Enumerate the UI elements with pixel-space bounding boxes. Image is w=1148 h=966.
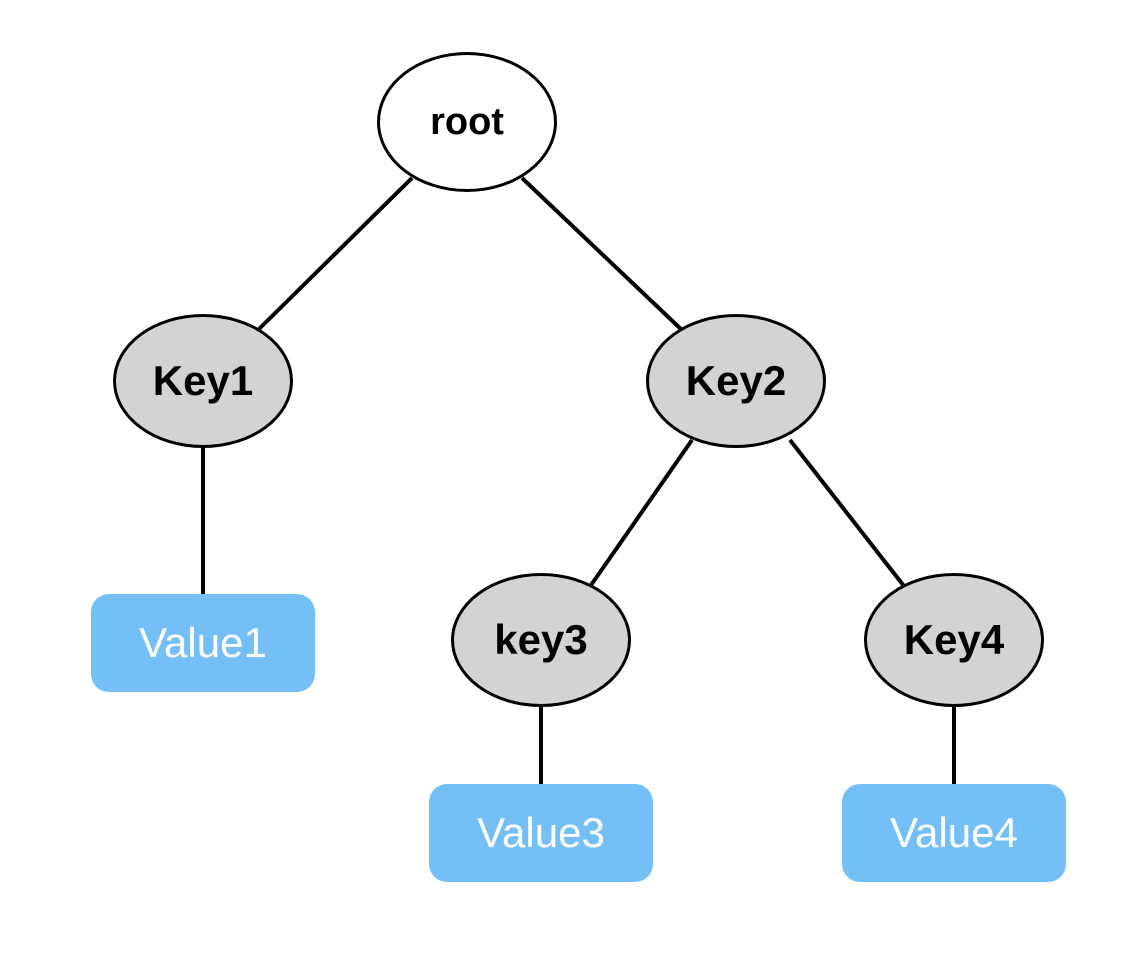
- node-key2-label: Key2: [685, 357, 787, 404]
- node-value1[interactable]: Value1: [91, 594, 315, 692]
- node-key3[interactable]: key3: [451, 573, 631, 707]
- node-key2[interactable]: Key2: [646, 314, 826, 448]
- node-key4-label: Key4: [903, 616, 1005, 663]
- node-root[interactable]: root: [377, 52, 557, 192]
- node-root-label: root: [430, 100, 504, 143]
- node-value4-label: Value4: [890, 809, 1018, 856]
- edge-root-key2: [520, 176, 686, 334]
- node-key1-label: Key1: [152, 357, 254, 404]
- node-value3-label: Value3: [477, 809, 605, 856]
- edge-key2-key3: [587, 438, 694, 590]
- node-value4[interactable]: Value4: [842, 784, 1066, 882]
- edge-key2-key4: [788, 438, 909, 592]
- node-key3-label: key3: [494, 616, 588, 663]
- edge-root-key1: [256, 176, 414, 332]
- node-key4[interactable]: Key4: [864, 573, 1044, 707]
- node-value3[interactable]: Value3: [429, 784, 653, 882]
- node-value1-label: Value1: [139, 619, 267, 666]
- node-key1[interactable]: Key1: [113, 314, 293, 448]
